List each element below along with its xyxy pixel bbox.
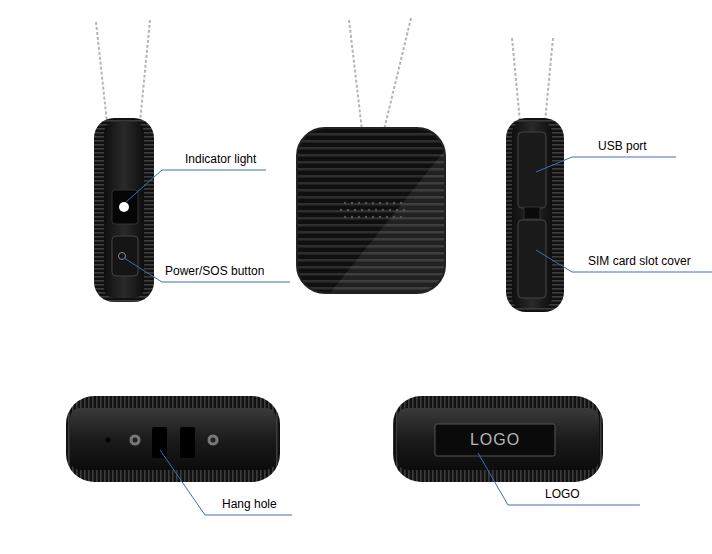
device-front-view xyxy=(375,209,377,211)
part-label: Power/SOS button xyxy=(165,264,264,278)
device-bottom-view xyxy=(211,438,216,443)
device-bottom-view xyxy=(129,434,141,446)
device-front-view xyxy=(386,216,388,218)
part-label: LOGO xyxy=(545,487,580,501)
necklace-chain xyxy=(349,20,362,130)
necklace-chain xyxy=(512,38,520,122)
device-front-view xyxy=(297,128,445,293)
leader-line xyxy=(124,157,712,515)
device-front-view xyxy=(379,202,381,204)
device-front-view xyxy=(340,202,405,218)
leader-line xyxy=(478,453,640,505)
device-front-view xyxy=(347,209,349,211)
device-front-view xyxy=(330,150,445,293)
device-front-view xyxy=(382,209,384,211)
device-side-view xyxy=(119,202,129,212)
necklace-chain xyxy=(96,22,107,122)
device-front-view xyxy=(344,216,346,218)
device-side-view xyxy=(506,118,564,312)
device-top-view xyxy=(393,396,603,482)
device-bottom-view xyxy=(152,427,167,458)
device-front-view xyxy=(330,150,445,293)
device-front-view xyxy=(365,202,367,204)
device-front-view xyxy=(396,209,398,211)
device-bottom-view xyxy=(207,434,219,446)
device-bottom-view xyxy=(106,438,111,443)
device-front-view xyxy=(400,216,402,218)
part-label: USB port xyxy=(598,139,647,153)
necklace-chain xyxy=(545,38,553,122)
device-front-view xyxy=(372,216,374,218)
leader-line xyxy=(124,258,290,282)
device-side-view xyxy=(104,122,144,298)
device-front-view xyxy=(358,216,360,218)
device-side-view xyxy=(518,220,546,298)
device-front-view xyxy=(358,202,360,204)
device-side-view xyxy=(112,236,138,276)
device-front-view xyxy=(379,216,381,218)
necklace-chain xyxy=(96,18,553,130)
leader-line xyxy=(536,250,712,272)
device-side-view xyxy=(94,118,154,302)
device-front-view xyxy=(372,202,374,204)
leader-line xyxy=(536,157,676,172)
device-front-view xyxy=(393,202,395,204)
device-front-view xyxy=(403,209,405,211)
device-front-view xyxy=(389,209,391,211)
part-label: Indicator light xyxy=(185,152,256,166)
device-front-view xyxy=(297,128,445,293)
device-front-view xyxy=(351,202,353,204)
logo-print: LOGO xyxy=(470,431,520,449)
device-bottom-view xyxy=(180,427,195,458)
leader-line xyxy=(126,170,266,202)
leader-line xyxy=(160,450,292,515)
device-side-view xyxy=(512,122,552,308)
device-front-view xyxy=(340,209,342,211)
device-front-view xyxy=(361,209,363,211)
necklace-chain xyxy=(384,18,411,130)
device-front-view xyxy=(386,202,388,204)
device-front-view xyxy=(365,216,367,218)
device-bottom-view xyxy=(70,408,276,470)
device-top-view xyxy=(393,396,603,482)
part-label: SIM card slot cover xyxy=(588,254,691,268)
device-front-view xyxy=(344,202,346,204)
device-front-view xyxy=(297,128,445,293)
device-front-view xyxy=(368,209,370,211)
necklace-chain xyxy=(140,20,150,122)
device-front-view xyxy=(393,216,395,218)
part-label: Hang hole xyxy=(222,497,277,511)
device-side-view xyxy=(506,118,564,312)
device-front-view xyxy=(351,216,353,218)
device-bottom-view xyxy=(133,438,138,443)
device-top-view xyxy=(397,408,599,470)
device-top-view xyxy=(435,424,555,456)
device-front-view xyxy=(400,202,402,204)
device-side-view xyxy=(94,118,154,302)
device-side-view xyxy=(524,207,540,219)
device-front-view xyxy=(354,209,356,211)
